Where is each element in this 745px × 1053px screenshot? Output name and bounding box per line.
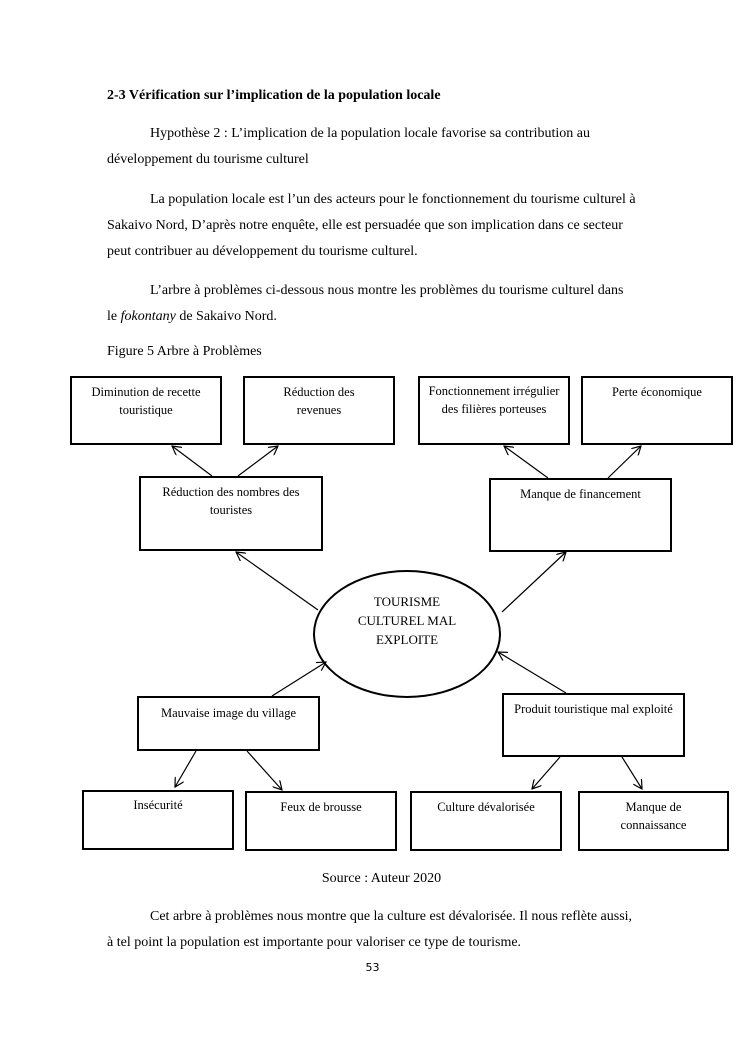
box-produit-mal-exploite: Produit touristique mal exploité <box>502 693 685 757</box>
figure-source: Source : Auteur 2020 <box>321 871 442 886</box>
arrow-image-to-feux <box>246 750 282 790</box>
center-problem-ellipse: TOURISME CULTUREL MAL EXPLOITE <box>313 570 501 698</box>
box-reduction-touristes: Réduction des nombres des touristes <box>139 476 323 551</box>
arrow-produit-to-culture <box>532 756 561 789</box>
box-perte-economique: Perte économique <box>581 376 733 445</box>
arrow-center-to-reduction <box>236 552 319 611</box>
arrow-produit-to-center <box>498 652 567 694</box>
box-manque-financement: Manque de financement <box>489 478 672 552</box>
intro-paragraph: La population locale est l’un des acteur… <box>107 192 636 259</box>
tree-intro-text-start: L’arbre à problèmes ci-dessous nous mont… <box>107 283 624 324</box>
box-reduction-revenues: Réduction des revenues <box>243 376 395 445</box>
tree-intro-italic-term: fokontany <box>120 309 176 324</box>
arrow-financement-to-perte <box>607 446 641 479</box>
box-insecurite: Insécurité <box>82 790 234 850</box>
box-manque-connaissance: Manque de connaissance <box>578 791 729 851</box>
arrow-reduction-to-revenues <box>237 446 278 477</box>
tree-intro-paragraph: L’arbre à problèmes ci-dessous nous mont… <box>107 278 637 330</box>
box-mauvaise-image: Mauvaise image du village <box>137 696 320 751</box>
box-culture-devalorisee: Culture dévalorisée <box>410 791 562 851</box>
figure-caption: Figure 5 Arbre à Problèmes <box>107 344 262 359</box>
box-feux-brousse: Feux de brousse <box>245 791 397 851</box>
arrow-financement-to-fonctionnement <box>504 446 549 479</box>
arrow-produit-to-connaissance <box>621 756 642 789</box>
page-number: 53 <box>365 961 380 974</box>
conclusion-paragraph: Cet arbre à problèmes nous montre que la… <box>107 909 633 950</box>
box-fonctionnement-irregulier: Fonctionnement irrégulier des filières p… <box>418 376 570 445</box>
box-manque-connaissance-label: Manque de connaissance <box>620 800 687 832</box>
arrow-image-to-center <box>271 662 326 697</box>
box-reduction-revenues-label: Réduction des revenues <box>283 385 355 417</box>
arrow-image-to-insecurite <box>175 750 197 787</box>
tree-intro-text-end: de Sakaivo Nord. <box>175 309 277 324</box>
center-problem-label: TOURISME CULTUREL MAL EXPLOITE <box>357 594 457 647</box>
arrow-reduction-to-diminution <box>172 446 213 477</box>
hypothesis-paragraph: Hypothèse 2 : L’implication de la popula… <box>107 126 590 167</box>
box-diminution-recette: Diminution de recette touristique <box>70 376 222 445</box>
arrow-center-to-financement <box>501 552 566 613</box>
section-heading: 2-3 Vérification sur l’implication de la… <box>107 88 441 103</box>
